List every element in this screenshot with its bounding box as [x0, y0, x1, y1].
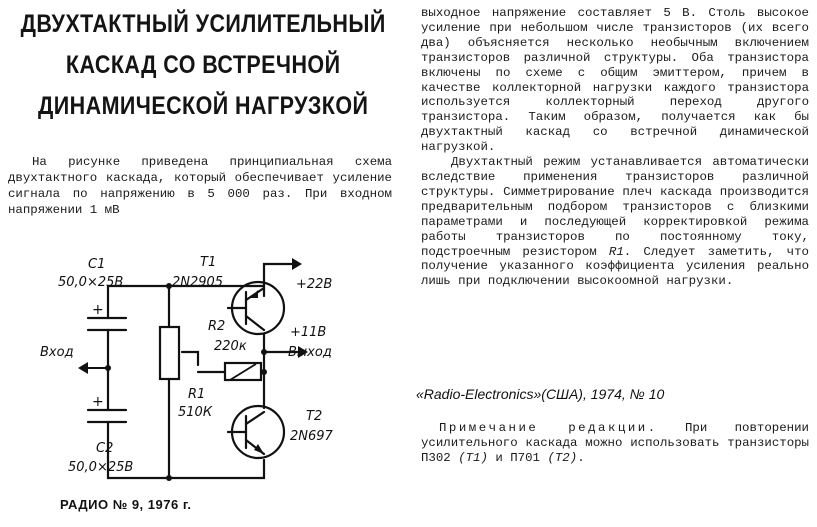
r1-wiper	[180, 350, 200, 367]
editor-note-text-a: При повторении усилительного каскада мож…	[421, 421, 809, 465]
r2-trim-arrow	[229, 363, 257, 381]
title-line-2: КАСКАД СО ВСТРЕЧНОЙ	[65, 51, 341, 79]
supply-arrow-head	[292, 258, 302, 270]
paragraph-push-pull: Двухтактный режим устанавливается автома…	[421, 155, 809, 289]
r1-value: 510К	[178, 405, 213, 420]
t2-name: T2	[306, 409, 322, 424]
r1-reference: R1	[608, 244, 624, 259]
r1-name: R1	[188, 387, 205, 402]
input-label: Вход	[40, 345, 74, 360]
output-label: Выход	[288, 345, 332, 360]
paragraph-push-pull-end: . Следует заметить, что получение указан…	[421, 244, 809, 289]
editor-note-text-c: .	[577, 451, 585, 465]
intro-paragraph: На рисунке приведена принципиальная схем…	[8, 155, 392, 217]
editor-note-t1: (T1)	[458, 451, 488, 465]
c2-plus-mark: +	[92, 394, 104, 410]
source-citation: «Radio-Electronics»(США), 1974, № 10	[416, 386, 665, 402]
editor-note-text-b: и П701	[487, 451, 548, 465]
t2-arrow	[254, 444, 264, 454]
t1-type: 2N2905	[172, 275, 223, 290]
r2-name: R2	[208, 319, 225, 334]
junction-dot-input	[105, 365, 111, 371]
wire-supply	[262, 262, 296, 288]
t2-collector	[244, 410, 266, 426]
c1-plus-mark: +	[92, 302, 104, 318]
r2-value: 220к	[214, 339, 247, 354]
junction-dot-bottom	[166, 475, 172, 481]
output-arrow-head	[298, 346, 308, 358]
paragraph-amplification: выходное напряжение составляет 5 В. Стол…	[421, 6, 809, 155]
t1-name: T1	[200, 255, 216, 270]
junction-dot-mid	[261, 369, 267, 375]
input-arrow-head	[78, 362, 88, 374]
t1-arrow	[250, 290, 258, 298]
c1-value: 50,0×25В	[58, 275, 123, 290]
issue-footer: РАДИО № 9, 1976 г.	[60, 497, 192, 512]
editor-note-heading: Примечание редакции.	[439, 421, 658, 435]
editor-note: Примечание редакции. При повторении усил…	[421, 421, 809, 466]
wire-bottom-rail	[106, 436, 266, 480]
t1-collector	[244, 314, 266, 332]
supply-11v-label: +11В	[290, 325, 326, 340]
c2-name: C2	[96, 441, 113, 456]
t2-type: 2N697	[290, 429, 334, 444]
right-column-text: выходное напряжение составляет 5 В. Стол…	[421, 6, 809, 289]
junction-dot-top	[166, 283, 172, 289]
wire-top-rail	[106, 284, 266, 302]
article-title: ДВУХТАКТНЫЙ УСИЛИТЕЛЬНЫЙ КАСКАД СО ВСТРЕ…	[14, 4, 392, 127]
paragraph-push-pull-start: Двухтактный режим устанавливается автома…	[421, 155, 809, 259]
c1-name: C1	[88, 257, 105, 272]
title-line-3: ДИНАМИЧЕСКОЙ НАГРУЗКОЙ	[38, 92, 369, 120]
editor-note-t2: (T2)	[547, 451, 578, 465]
junction-dot-out	[261, 349, 267, 355]
c2-value: 50,0×25В	[68, 460, 133, 475]
r1-body	[158, 325, 181, 381]
supply-22v-label: +22В	[296, 277, 332, 292]
title-line-1: ДВУХТАКТНЫЙ УСИЛИТЕЛЬНЫЙ	[20, 10, 386, 38]
